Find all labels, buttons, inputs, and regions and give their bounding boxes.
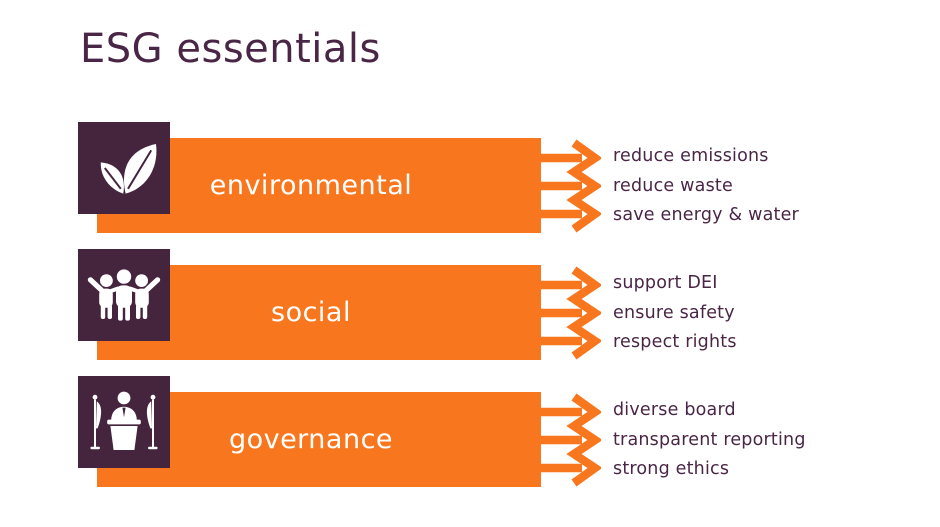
category-bar-social: social [97,265,541,360]
icon-box-environmental [78,122,170,214]
branch-arrows-icon [541,393,601,487]
list-item: transparent reporting [613,429,806,450]
category-label: environmental [209,170,413,201]
list-item: save energy & water [613,205,799,225]
branch-arrows-icon [541,266,601,360]
esg-row-environmental: environmental reduce emissions reduce wa… [78,122,908,234]
list-item: diverse board [613,400,736,420]
leaves-icon [100,144,157,194]
list-item: reduce emissions [613,146,769,166]
page-title: ESG essentials [80,26,381,72]
category-bar-governance: governance [97,392,541,487]
list-item: ensure safety [613,302,735,323]
category-bar-environmental: environmental [97,138,541,233]
people-icon [87,269,161,321]
esg-row-social: social [78,249,908,361]
list-item: respect rights [613,332,737,352]
category-label: social [271,297,351,328]
item-list-social: support DEI ensure safety respect rights [613,269,737,358]
branch-arrows-icon [541,139,601,233]
item-list-governance: diverse board transparent reporting stro… [613,396,806,485]
icon-box-governance [78,376,170,468]
list-item: strong ethics [613,459,730,479]
podium-icon [90,391,158,450]
list-item: reduce waste [613,175,733,196]
list-item: support DEI [613,273,718,293]
category-label: governance [228,424,394,455]
icon-box-social [78,249,170,341]
item-list-environmental: reduce emissions reduce waste save energ… [613,142,799,231]
esg-row-governance: governance diverse [78,376,908,488]
